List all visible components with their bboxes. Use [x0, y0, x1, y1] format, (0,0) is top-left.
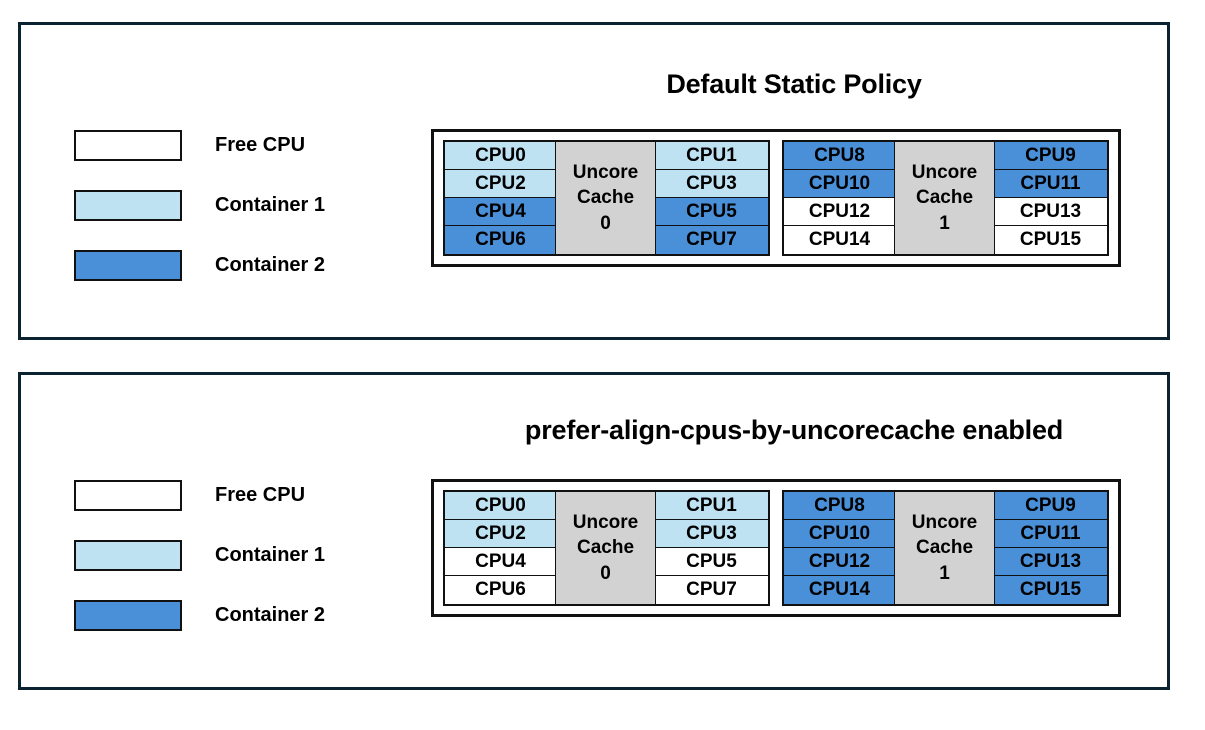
uncore-cache-label-line: Cache — [915, 537, 974, 559]
cpu-cell: CPU4 — [444, 547, 557, 577]
cpu-cell: CPU15 — [993, 575, 1108, 605]
uncore-cache-label-line: 1 — [939, 562, 950, 584]
cpu-cell: CPU7 — [654, 225, 769, 255]
cpu-cell: CPU6 — [444, 225, 557, 255]
cpu-cell: CPU2 — [444, 169, 557, 199]
legend: Free CPU Container 1 Container 2 — [74, 465, 325, 645]
uncore-cache-label-line: 0 — [600, 212, 611, 234]
cpu-cell: CPU9 — [993, 141, 1108, 171]
legend-swatch-container-2 — [74, 249, 182, 281]
legend-swatch-free-cpu — [74, 479, 182, 511]
cpu-cell: CPU8 — [783, 491, 896, 521]
cpu-cell: CPU10 — [783, 519, 896, 549]
cpu-cell: CPU11 — [993, 519, 1108, 549]
cpu-cell: CPU3 — [654, 519, 769, 549]
cpu-cell: CPU5 — [654, 547, 769, 577]
legend-swatch-container-2 — [74, 599, 182, 631]
legend-swatch-container-1 — [74, 539, 182, 571]
panel-default-static-policy: Default Static Policy Free CPU Container… — [18, 22, 1170, 340]
cpu-cell: CPU12 — [783, 197, 896, 227]
uncore-cache-label-line: Uncore — [911, 511, 978, 533]
cpu-cell: CPU2 — [444, 519, 557, 549]
uncore-cache-label-line: Uncore — [911, 161, 978, 183]
legend-item-container-1: Container 1 — [74, 175, 325, 235]
cpu-cell: CPU1 — [654, 491, 769, 521]
cpu-cell: CPU7 — [654, 575, 769, 605]
cpu-cell: CPU13 — [993, 547, 1108, 577]
uncore-cache-label-line: Cache — [915, 187, 974, 209]
page-title: Default Static Policy — [666, 69, 922, 99]
cpu-cell: CPU0 — [444, 491, 557, 521]
page-title: prefer-align-cpus-by-uncorecache enabled — [524, 415, 1064, 445]
cpu-cell: CPU15 — [993, 225, 1108, 255]
legend-swatch-container-1 — [74, 189, 182, 221]
uncore-cache-label-line: Cache — [576, 187, 635, 209]
legend-item-container-2: Container 2 — [74, 585, 325, 645]
panel-prefer-align-cpus-by-uncorecache: prefer-align-cpus-by-uncorecache enabled… — [18, 372, 1170, 690]
legend: Free CPU Container 1 Container 2 — [74, 115, 325, 295]
uncore-cache-label-line: 1 — [939, 212, 950, 234]
cpu-cell: CPU4 — [444, 197, 557, 227]
cpu-cell: CPU1 — [654, 141, 769, 171]
cpu-cell: CPU3 — [654, 169, 769, 199]
cpu-cell: CPU6 — [444, 575, 557, 605]
cpu-cell: CPU14 — [783, 575, 896, 605]
cpu-cell: CPU8 — [783, 141, 896, 171]
cpu-cell: CPU5 — [654, 197, 769, 227]
cpu-cell: CPU11 — [993, 169, 1108, 199]
uncore-cache-label-line: Uncore — [572, 161, 639, 183]
cpu-cell: CPU12 — [783, 547, 896, 577]
legend-label-container-1: Container 1 — [215, 193, 326, 216]
legend-label-free-cpu: Free CPU — [215, 483, 306, 506]
uncore-cache-label-line: Cache — [576, 537, 635, 559]
uncore-cache-label-line: 0 — [600, 562, 611, 584]
cpu-cell: CPU14 — [783, 225, 896, 255]
legend-label-container-2: Container 2 — [215, 253, 326, 276]
cpu-cell: CPU9 — [993, 491, 1108, 521]
legend-label-container-2: Container 2 — [215, 603, 326, 626]
legend-label-free-cpu: Free CPU — [215, 133, 306, 156]
legend-item-free-cpu: Free CPU — [74, 115, 325, 175]
legend-item-container-2: Container 2 — [74, 235, 325, 295]
legend-label-container-1: Container 1 — [215, 543, 326, 566]
legend-item-container-1: Container 1 — [74, 525, 325, 585]
legend-item-free-cpu: Free CPU — [74, 465, 325, 525]
cpu-cell: CPU13 — [993, 197, 1108, 227]
legend-swatch-free-cpu — [74, 129, 182, 161]
cpu-cell: CPU0 — [444, 141, 557, 171]
cpu-cell: CPU10 — [783, 169, 896, 199]
uncore-cache-label-line: Uncore — [572, 511, 639, 533]
